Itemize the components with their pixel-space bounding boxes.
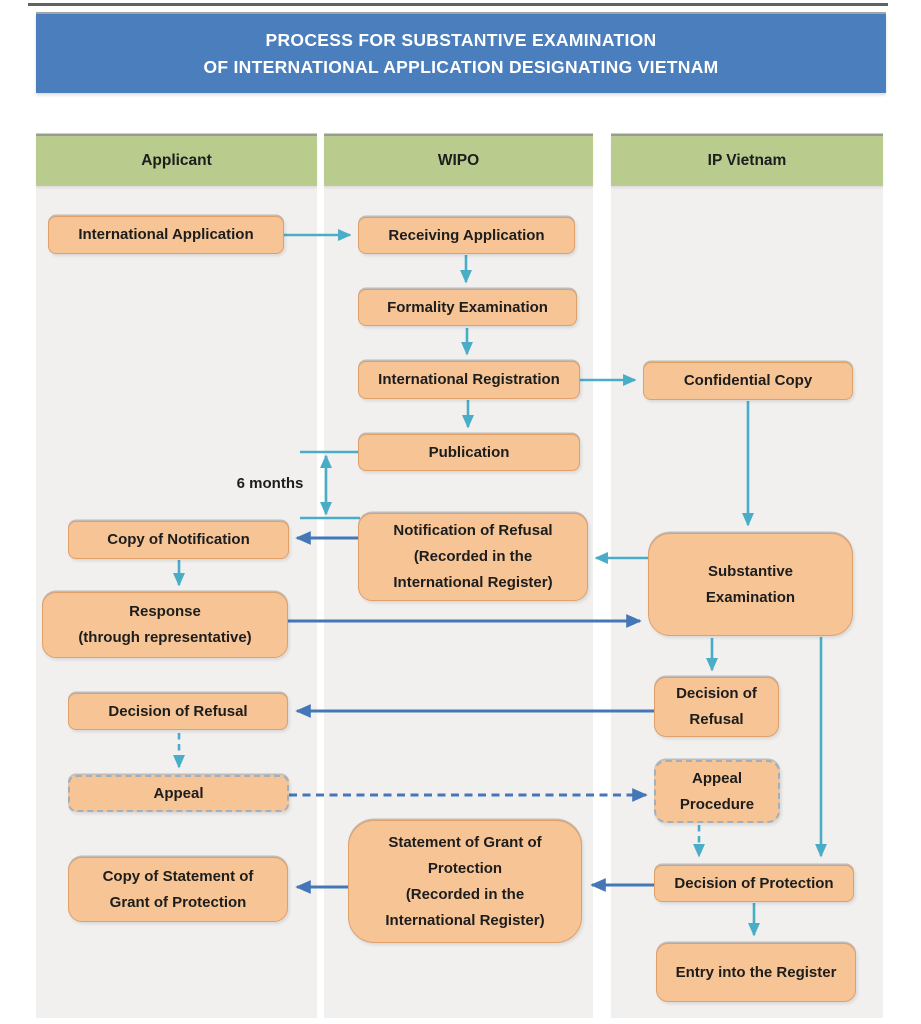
column-header-applicant: Applicant bbox=[36, 136, 317, 186]
node-decision-of-protection: Decision of Protection bbox=[654, 865, 854, 902]
node-copy-of-statement: Copy of Statement of Grant of Protection bbox=[68, 857, 288, 922]
six-months-label: 6 months bbox=[236, 475, 304, 492]
title-banner: PROCESS FOR SUBSTANTIVE EXAMINATION OF I… bbox=[36, 14, 886, 93]
node-decision-of-refusal-applicant: Decision of Refusal bbox=[68, 693, 288, 730]
node-notification-of-refusal: Notification of Refusal (Recorded in the… bbox=[358, 513, 588, 601]
title-line-2: OF INTERNATIONAL APPLICATION DESIGNATING… bbox=[203, 56, 719, 77]
top-divider-rule bbox=[28, 3, 888, 6]
node-substantive-examination: Substantive Examination bbox=[648, 533, 853, 636]
node-statement-of-grant: Statement of Grant of Protection (Record… bbox=[348, 820, 582, 943]
node-appeal-procedure: Appeal Procedure bbox=[654, 760, 780, 823]
node-entry-into-register: Entry into the Register bbox=[656, 943, 856, 1002]
node-decision-of-refusal-ip: Decision of Refusal bbox=[654, 677, 779, 737]
node-response: Response (through representative) bbox=[42, 592, 288, 658]
node-international-application: International Application bbox=[48, 216, 284, 254]
column-header-wipo: WIPO bbox=[324, 136, 593, 186]
node-appeal: Appeal bbox=[68, 775, 289, 812]
node-copy-of-notification: Copy of Notification bbox=[68, 521, 289, 559]
title-line-1: PROCESS FOR SUBSTANTIVE EXAMINATION bbox=[265, 29, 657, 50]
node-confidential-copy: Confidential Copy bbox=[643, 362, 853, 400]
node-receiving-application: Receiving Application bbox=[358, 217, 575, 254]
node-formality-examination: Formality Examination bbox=[358, 289, 577, 326]
column-header-ip-vietnam: IP Vietnam bbox=[611, 136, 883, 186]
node-international-registration: International Registration bbox=[358, 361, 580, 399]
node-publication: Publication bbox=[358, 434, 580, 471]
